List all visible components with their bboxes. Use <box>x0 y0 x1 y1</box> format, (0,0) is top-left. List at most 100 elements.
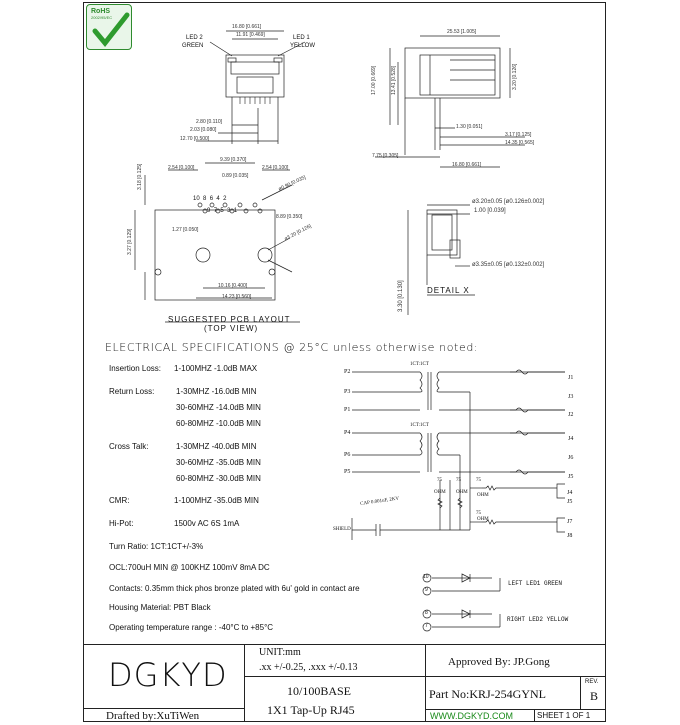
drawing-sheet <box>83 2 606 722</box>
title-block-web: WWW.DGKYD.COM <box>425 709 535 722</box>
pcb-dim-3: 0.89 [0.035] <box>222 173 249 179</box>
resistor-label-4: 75 <box>476 511 481 516</box>
pin-p3: P3 <box>344 389 351 395</box>
company-name: DGKYD <box>108 656 228 694</box>
ohm-label-3: OHM <box>477 493 489 498</box>
part-number: Part No:KRJ-254GYNL <box>429 687 546 701</box>
insertion-loss-label: Insertion Loss: <box>109 364 162 373</box>
side-dim-d: 7.75 [0.305] <box>372 153 399 159</box>
checkmark-icon <box>92 12 130 47</box>
front-dim-b1: 2.80 [0.110] <box>196 119 223 125</box>
title-block-sheet: SHEET 1 OF 1 <box>534 709 606 722</box>
rev-value: B <box>590 689 599 703</box>
ohm-label-2: OHM <box>456 490 468 495</box>
unit-label: UNIT:mm <box>259 647 301 658</box>
pin-j8: J8 <box>567 533 573 539</box>
resistor-label-1: 75 <box>437 478 442 483</box>
title-block-unit: UNIT:mm .xx +/-0.25, .xxx +/-0.13 <box>244 644 426 677</box>
description-2: 1X1 Tap-Up RJ45 <box>267 703 355 717</box>
detail-dim-3: ø3.35±0.05 [ø0.132±0.002] <box>472 262 545 268</box>
sheet-number: SHEET 1 OF 1 <box>537 711 591 720</box>
hipot-label: Hi-Pot: <box>109 519 134 528</box>
pin-j5: J5 <box>568 474 574 480</box>
return-loss-row-2: 30-60MHZ -14.0dB MIN <box>176 403 261 412</box>
temperature-spec: Operating temperature range : -40°C to +… <box>109 623 274 632</box>
led-left-label: LEFT LED1 GREEN <box>508 580 563 587</box>
insertion-loss-value: 1-100MHZ -1.0dB MAX <box>174 364 258 373</box>
pin-p2: P2 <box>344 369 351 375</box>
pin-j3: J3 <box>568 394 574 400</box>
front-dim-width: 16.80 [0.661] <box>232 24 262 30</box>
ohm-label-4: OHM <box>477 517 489 522</box>
turn-ratio: Turn Ratio: 1CT:1CT+/-3% <box>109 542 204 551</box>
led-pin-9: 9 <box>425 587 428 593</box>
approved-by: Approved By: JP.Gong <box>448 656 550 668</box>
front-dim-inner: 11.91 [0.469] <box>236 32 265 38</box>
cross-talk-row-1: 1-30MHZ -40.0dB MIN <box>176 442 257 451</box>
led-pin-10: 10 <box>423 574 429 580</box>
side-dim-length: 25.53 [1.005] <box>447 29 477 35</box>
pcb-dim-5: 8.89 [0.350] <box>276 214 303 220</box>
pin-p1: P1 <box>344 407 351 413</box>
pcb-dim-11: 14.23 [0.560] <box>222 294 252 300</box>
schematic-ct-1: 1CT:1CT <box>410 362 429 367</box>
front-dim-b3: 12.70 [0.500] <box>180 136 210 142</box>
resistor-label-3: 75 <box>476 478 481 483</box>
title-block-rev: REV. B <box>580 676 606 710</box>
cross-talk-row-3: 60-80MHZ -30.0dB MIN <box>176 474 261 483</box>
pcb-dim-2: 2.54 [0.100] <box>262 165 289 171</box>
rohs-badge: RoHS 2002/95/EC <box>86 4 132 50</box>
pin-p5: P5 <box>344 469 351 475</box>
rohs-title: RoHS <box>91 8 111 15</box>
side-dim-h2: 13.41 [0.528] <box>391 65 397 95</box>
return-loss-label: Return Loss: <box>109 387 155 396</box>
pin-j1: J1 <box>568 375 574 381</box>
return-loss-row-3: 60-80MHZ -10.0dB MIN <box>176 419 261 428</box>
detail-dim-1: ø3.20±0.05 [ø0.126±0.002] <box>472 199 545 205</box>
title-block-company: DGKYD <box>83 644 245 709</box>
drafted-by: Drafted by:XuTiWen <box>106 710 200 722</box>
led1-color: YELLOW <box>290 43 316 49</box>
rohs-subtitle: 2002/95/EC <box>91 15 113 20</box>
description-1: 10/100BASE <box>287 684 352 698</box>
side-dim-h1: 17.00 [0.669] <box>371 65 377 95</box>
pcb-pins-top: 10 8 6 4 2 <box>193 196 227 202</box>
website: WWW.DGKYD.COM <box>430 711 513 721</box>
cross-talk-label: Cross Talk: <box>109 442 149 451</box>
pin-j7: J7 <box>567 519 573 525</box>
detail-dim-4: 3.30 [0.130] <box>398 280 404 312</box>
front-dim-b2: 2.03 [0.080] <box>190 127 217 133</box>
pin-j6: J6 <box>568 455 574 461</box>
schematic-ct-2: 1CT:1CT <box>410 423 429 428</box>
pcb-dim-4: 1.27 [0.050] <box>172 227 199 233</box>
pcb-dim-7: 3.27 [0.129] <box>127 228 133 255</box>
side-dim-a: 1.30 [0.051] <box>456 124 483 130</box>
pin-j2: J2 <box>568 412 574 418</box>
detail-label: DETAIL X <box>427 286 470 295</box>
side-dim-b: 3.17 [0.125] <box>505 132 532 138</box>
tolerance: .xx +/-0.25, .xxx +/-0.13 <box>259 662 358 673</box>
cmr-label: CMR: <box>109 496 130 505</box>
housing-spec: Housing Material: PBT Black <box>109 603 211 612</box>
pcb-layout-label: SUGGESTED PCB LAYOUT <box>168 315 291 324</box>
ocl-spec: OCL:700uH MIN @ 100KHZ 100mV 8mA DC <box>109 563 270 572</box>
led-right-label: RIGHT LED2 YELLOW <box>507 616 569 623</box>
title-block-drafted: Drafted by:XuTiWen <box>83 708 245 722</box>
pin-p4: P4 <box>344 430 351 436</box>
led2-color: GREEN <box>182 43 204 49</box>
cmr-value: 1-100MHZ -35.0dB MIN <box>174 496 259 505</box>
led-pin-8: 8 <box>425 610 428 616</box>
electrical-title: ELECTRICAL SPECIFICATIONS @ 25°C unless … <box>105 341 479 354</box>
title-block-desc: 10/100BASE 1X1 Tap-Up RJ45 <box>244 676 426 722</box>
rev-label: REV. <box>585 679 599 685</box>
led-pin-7: 7 <box>425 623 428 629</box>
pcb-dim-1: 2.54 [0.100] <box>168 165 195 171</box>
pcb-dim-10: 10.16 [0.400] <box>218 283 248 289</box>
shield-label: SHIELD <box>333 527 351 532</box>
pin-p6: P6 <box>344 452 351 458</box>
side-dim-r1: 3.20 [0.126] <box>512 63 518 90</box>
side-dim-e: 16.80 [0.661] <box>452 162 482 168</box>
pin-j5b: J5 <box>567 499 573 505</box>
led1-label: LED 1 <box>293 35 310 41</box>
pcb-pins-bottom: 9 7 5 3 1 <box>207 208 238 214</box>
